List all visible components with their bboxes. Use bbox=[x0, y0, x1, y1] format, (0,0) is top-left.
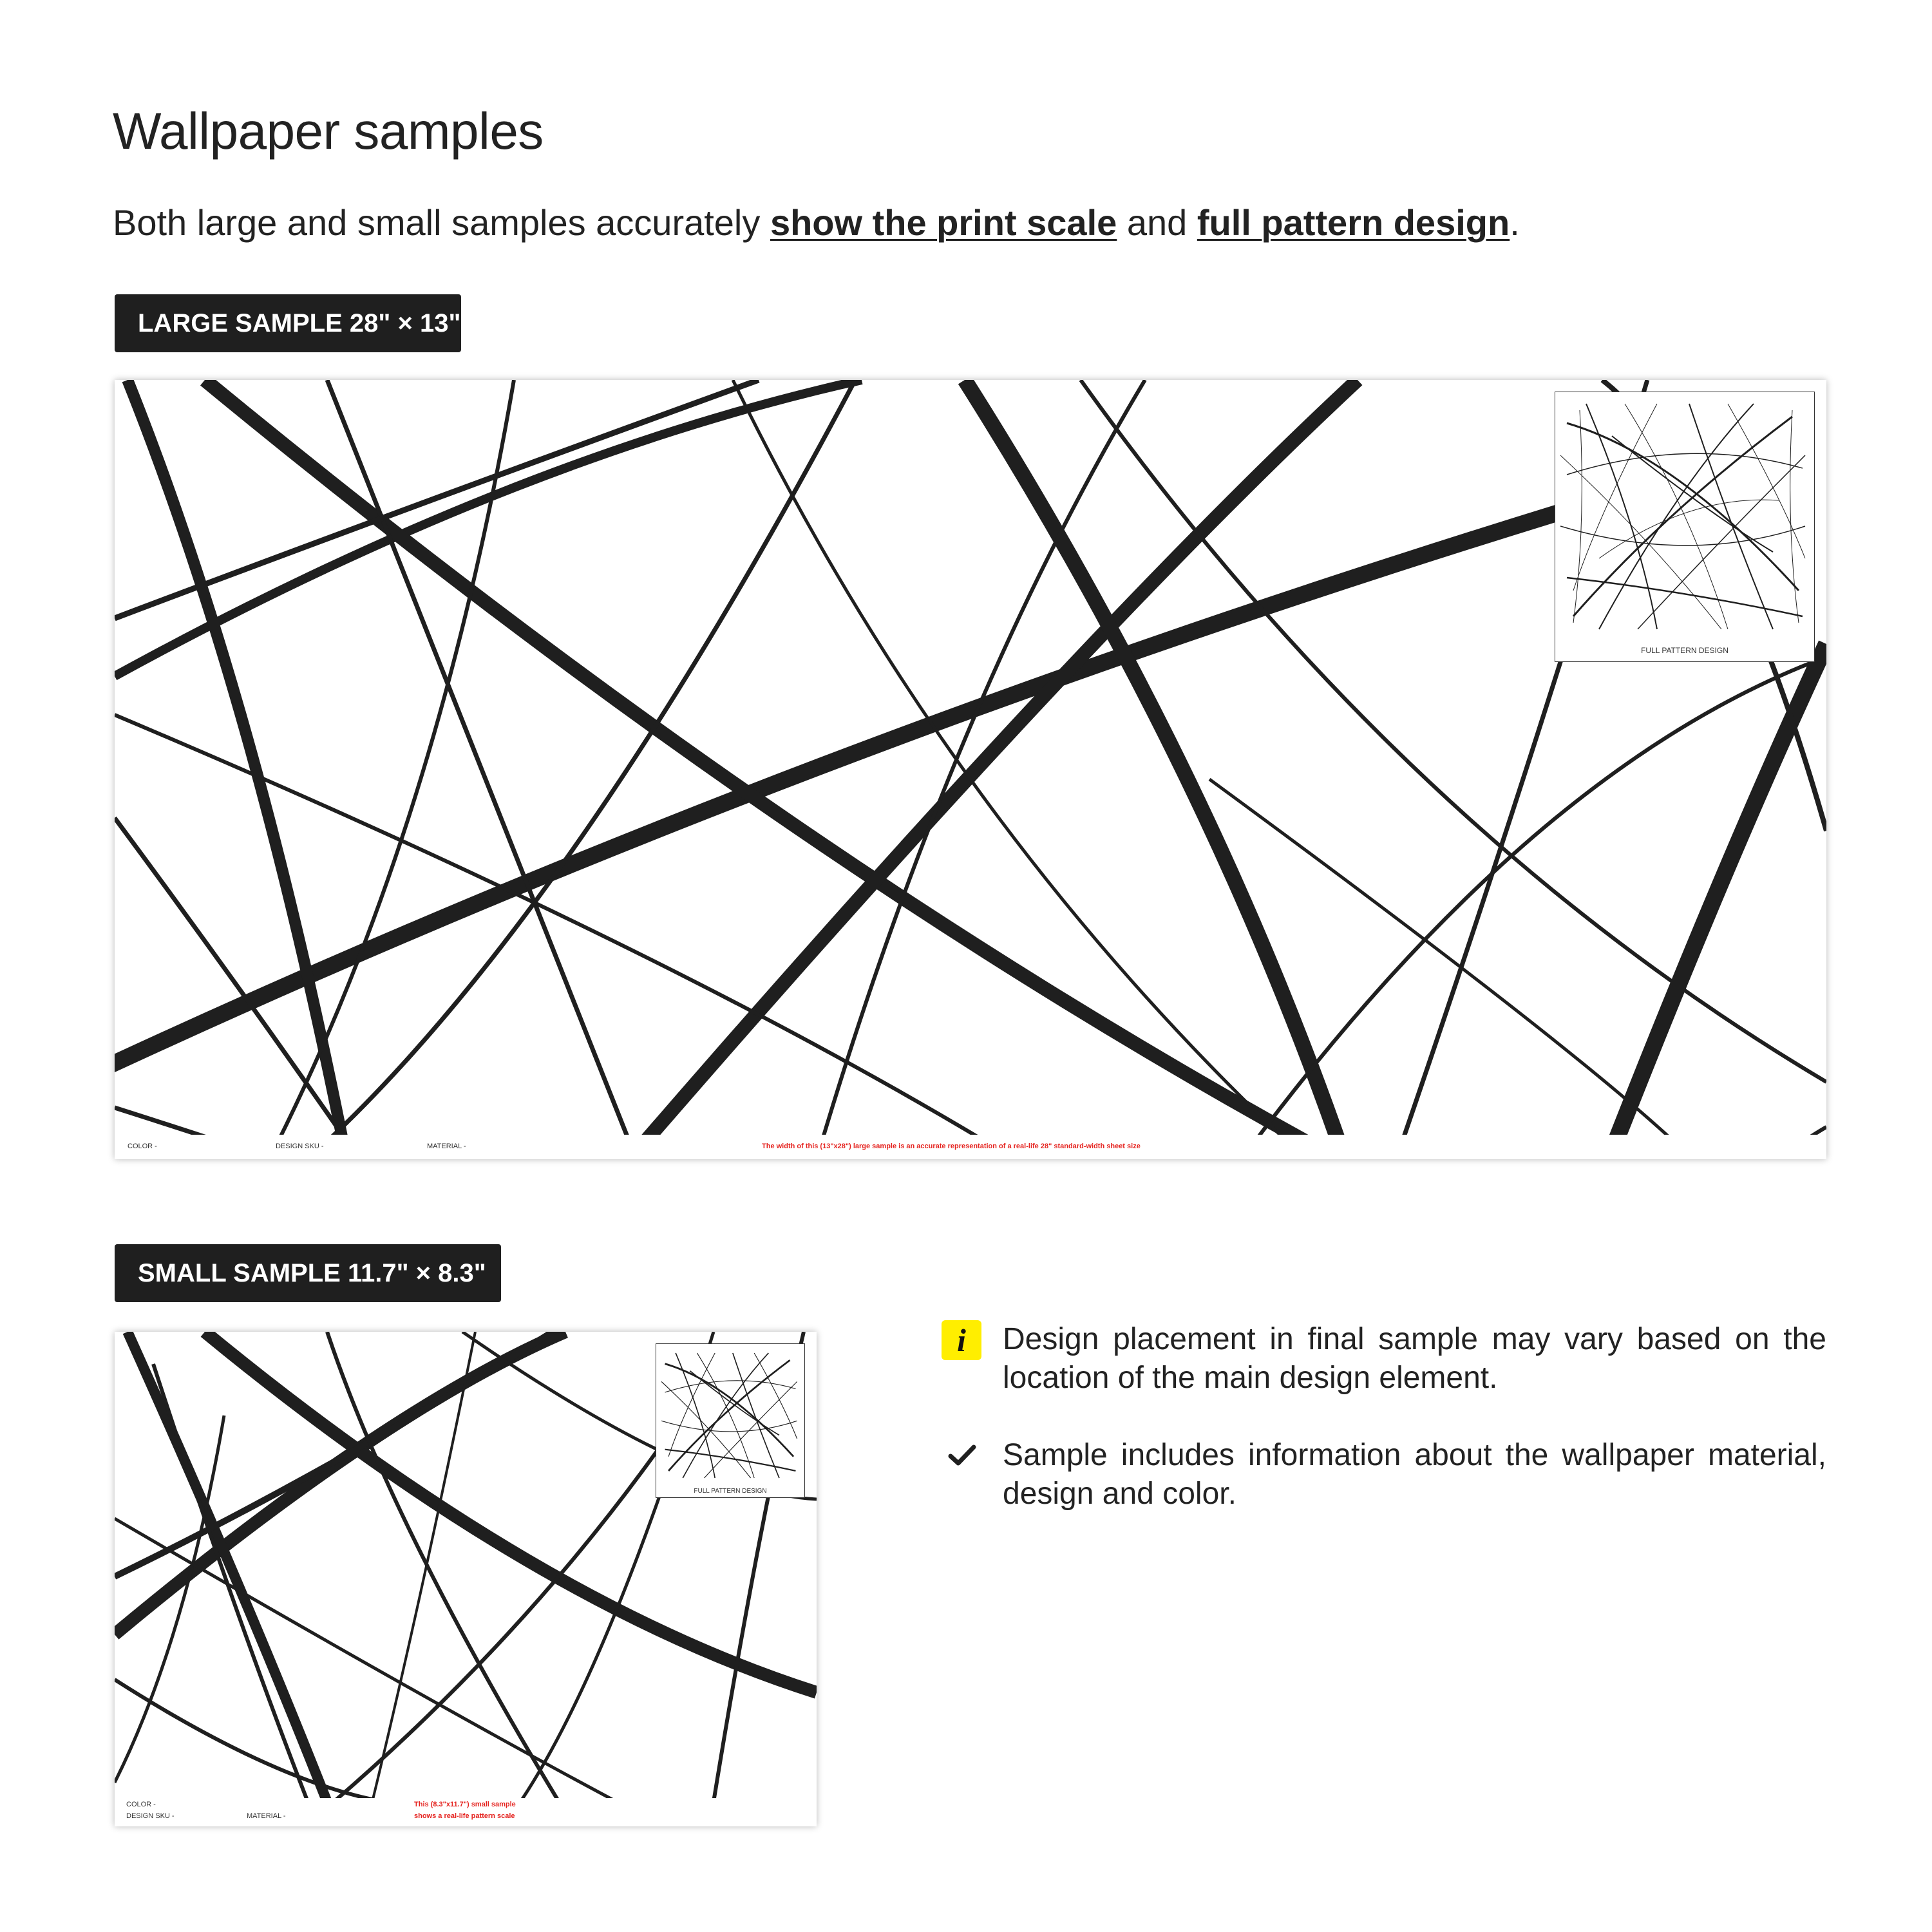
info-text: Sample includes information about the wa… bbox=[1003, 1438, 1826, 1511]
full-pattern-thumbnail bbox=[661, 1352, 798, 1479]
color-label: COLOR - bbox=[128, 1142, 157, 1150]
sample-info-strip: COLOR - DESIGN SKU - MATERIAL - The widt… bbox=[115, 1135, 1826, 1159]
design-sku-label: DESIGN SKU - bbox=[126, 1812, 175, 1820]
subtitle-highlight-full-pattern: full pattern design bbox=[1197, 202, 1510, 243]
wallpaper-pattern bbox=[115, 1332, 817, 1804]
full-pattern-inset: FULL PATTERN DESIGN bbox=[1555, 392, 1815, 662]
subtitle-highlight-print-scale: show the print scale bbox=[770, 202, 1117, 243]
subtitle-text: Both large and small samples accurately bbox=[113, 202, 770, 243]
material-label: MATERIAL - bbox=[427, 1142, 466, 1150]
large-sample-image: FULL PATTERN DESIGN COLOR - DESIGN SKU -… bbox=[115, 380, 1826, 1159]
color-label: COLOR - bbox=[126, 1801, 156, 1808]
design-sku-label: DESIGN SKU - bbox=[276, 1142, 324, 1150]
info-icon: i bbox=[942, 1320, 981, 1360]
subtitle-text: . bbox=[1510, 202, 1520, 243]
full-pattern-label: FULL PATTERN DESIGN bbox=[694, 1488, 767, 1495]
small-sample-badge: SMALL SAMPLE 11.7" × 8.3" bbox=[115, 1244, 501, 1302]
full-pattern-thumbnail bbox=[1560, 403, 1806, 630]
full-pattern-inset: FULL PATTERN DESIGN bbox=[656, 1343, 805, 1498]
scale-note-line-2: shows a real-life pattern scale bbox=[414, 1812, 515, 1820]
material-label: MATERIAL - bbox=[247, 1812, 286, 1820]
subtitle-text: and bbox=[1117, 202, 1197, 243]
check-icon bbox=[948, 1444, 976, 1466]
scale-note-line-1: This (8.3"x11.7") small sample bbox=[414, 1801, 516, 1808]
sample-info-strip: COLOR - DESIGN SKU - MATERIAL - This (8.… bbox=[115, 1798, 817, 1826]
scale-note: The width of this (13"x28") large sample… bbox=[762, 1142, 1141, 1150]
info-text: Design placement in final sample may var… bbox=[1003, 1322, 1826, 1395]
small-sample-image: FULL PATTERN DESIGN COLOR - DESIGN SKU -… bbox=[115, 1332, 817, 1826]
wallpaper-pattern bbox=[115, 380, 1826, 1159]
full-pattern-label: FULL PATTERN DESIGN bbox=[1641, 646, 1728, 655]
page-subtitle: Both large and small samples accurately … bbox=[113, 201, 1520, 244]
page-title: Wallpaper samples bbox=[113, 102, 544, 160]
large-sample-badge: LARGE SAMPLE 28" × 13" bbox=[115, 294, 461, 352]
